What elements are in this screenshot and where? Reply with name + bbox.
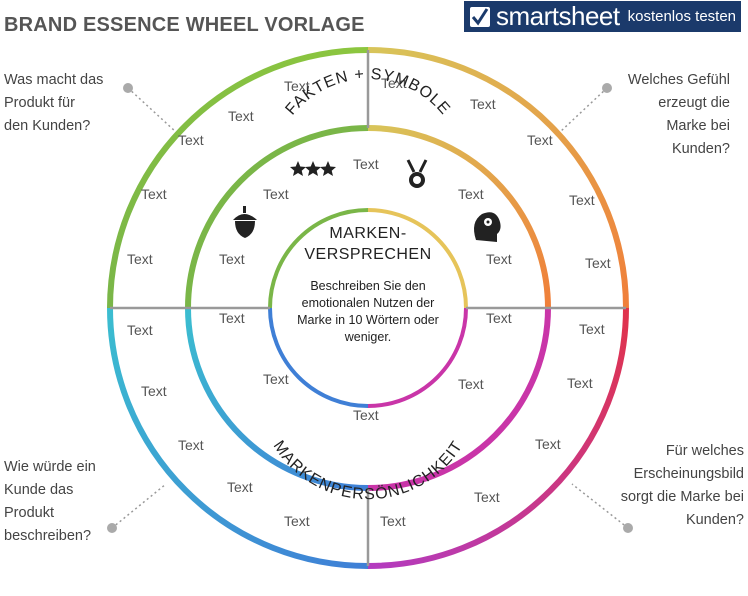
center-title-line2: VERSPRECHEN — [304, 246, 431, 263]
placeholder-text[interactable]: Text — [127, 322, 153, 338]
inner-ring-top-right — [367, 208, 468, 309]
medal-icon — [406, 159, 428, 188]
placeholder-text[interactable]: Text — [535, 436, 561, 452]
placeholder-text[interactable]: Text — [458, 186, 484, 202]
placeholder-text[interactable]: Text — [263, 371, 289, 387]
placeholder-text[interactable]: Text — [353, 156, 379, 172]
placeholder-text[interactable]: Text — [458, 376, 484, 392]
placeholder-text[interactable]: Text — [353, 407, 379, 423]
placeholder-text[interactable]: Text — [284, 78, 310, 94]
placeholder-text[interactable]: Text — [227, 479, 253, 495]
outer-ring-top-left — [107, 47, 369, 309]
placeholder-text[interactable]: Text — [263, 186, 289, 202]
leader-dot-bottom-left — [107, 523, 117, 533]
middle-ring-top-right — [367, 125, 551, 309]
placeholder-text[interactable]: Text — [569, 192, 595, 208]
center-body-line: emotionalen Nutzen der — [302, 296, 435, 310]
inner-ring-top-left — [268, 208, 369, 309]
outer-ring-bottom-right — [367, 307, 629, 569]
center-body-line: weniger. — [344, 330, 392, 344]
placeholder-text[interactable]: Text — [127, 251, 153, 267]
logo-brand: smartsheet — [496, 1, 620, 31]
leader-bottom-left — [111, 483, 167, 529]
smartsheet-logo[interactable]: smartsheet kostenlos testen — [464, 1, 741, 32]
leader-dot-bottom-right — [623, 523, 633, 533]
placeholder-text[interactable]: Text — [178, 132, 204, 148]
placeholder-text[interactable]: Text — [567, 375, 593, 391]
center-title-line1: MARKEN- — [329, 225, 406, 242]
checkmark-icon — [470, 6, 490, 27]
middle-ring-bottom-left — [185, 307, 369, 491]
leader-top-right — [559, 87, 608, 133]
leader-dot-top-left — [123, 83, 133, 93]
placeholder-text[interactable]: Text — [474, 489, 500, 505]
center-body[interactable]: Beschreiben Sie den emotionalen Nutzen de… — [297, 279, 439, 344]
placeholder-text[interactable]: Text — [141, 383, 167, 399]
outer-ring-top-right — [367, 47, 629, 309]
placeholder-text[interactable]: Text — [579, 321, 605, 337]
stars-icon — [290, 161, 336, 176]
placeholder-text[interactable]: Text — [470, 96, 496, 112]
leader-top-left — [127, 87, 177, 133]
logo-tagline: kostenlos testen — [627, 8, 737, 25]
placeholder-text[interactable]: Text — [219, 251, 245, 267]
placeholder-text[interactable]: Text — [381, 75, 407, 91]
head-gears-icon — [474, 212, 501, 242]
placeholder-text[interactable]: Text — [228, 108, 254, 124]
placeholder-text[interactable]: Text — [486, 251, 512, 267]
page-title: BRAND ESSENCE WHEEL VORLAGE — [4, 14, 365, 36]
placeholder-text[interactable]: Text — [486, 310, 512, 326]
center-body-line: Beschreiben Sie den — [310, 279, 425, 293]
placeholder-text[interactable]: Text — [141, 186, 167, 202]
inner-ring-bottom-left — [268, 307, 369, 408]
outer-ring-bottom-left — [107, 307, 369, 569]
middle-ring-bottom-right — [367, 307, 551, 491]
center-body-line: Marke in 10 Wörtern oder — [297, 313, 439, 327]
placeholder-text[interactable]: Text — [178, 437, 204, 453]
placeholder-text[interactable]: Text — [585, 255, 611, 271]
middle-ring-top-left — [185, 125, 369, 309]
placeholder-text[interactable]: Text — [219, 310, 245, 326]
label-markenpersoenlichkeit: MARKENPERSÖNLICHKEIT — [270, 438, 467, 503]
placeholder-text[interactable]: Text — [380, 513, 406, 529]
leader-bottom-right — [571, 483, 629, 529]
placeholder-text[interactable]: Text — [527, 132, 553, 148]
placeholder-text[interactable]: Text — [284, 513, 310, 529]
acorn-icon — [233, 206, 257, 238]
leader-dot-top-right — [602, 83, 612, 93]
inner-ring-bottom-right — [367, 307, 468, 408]
